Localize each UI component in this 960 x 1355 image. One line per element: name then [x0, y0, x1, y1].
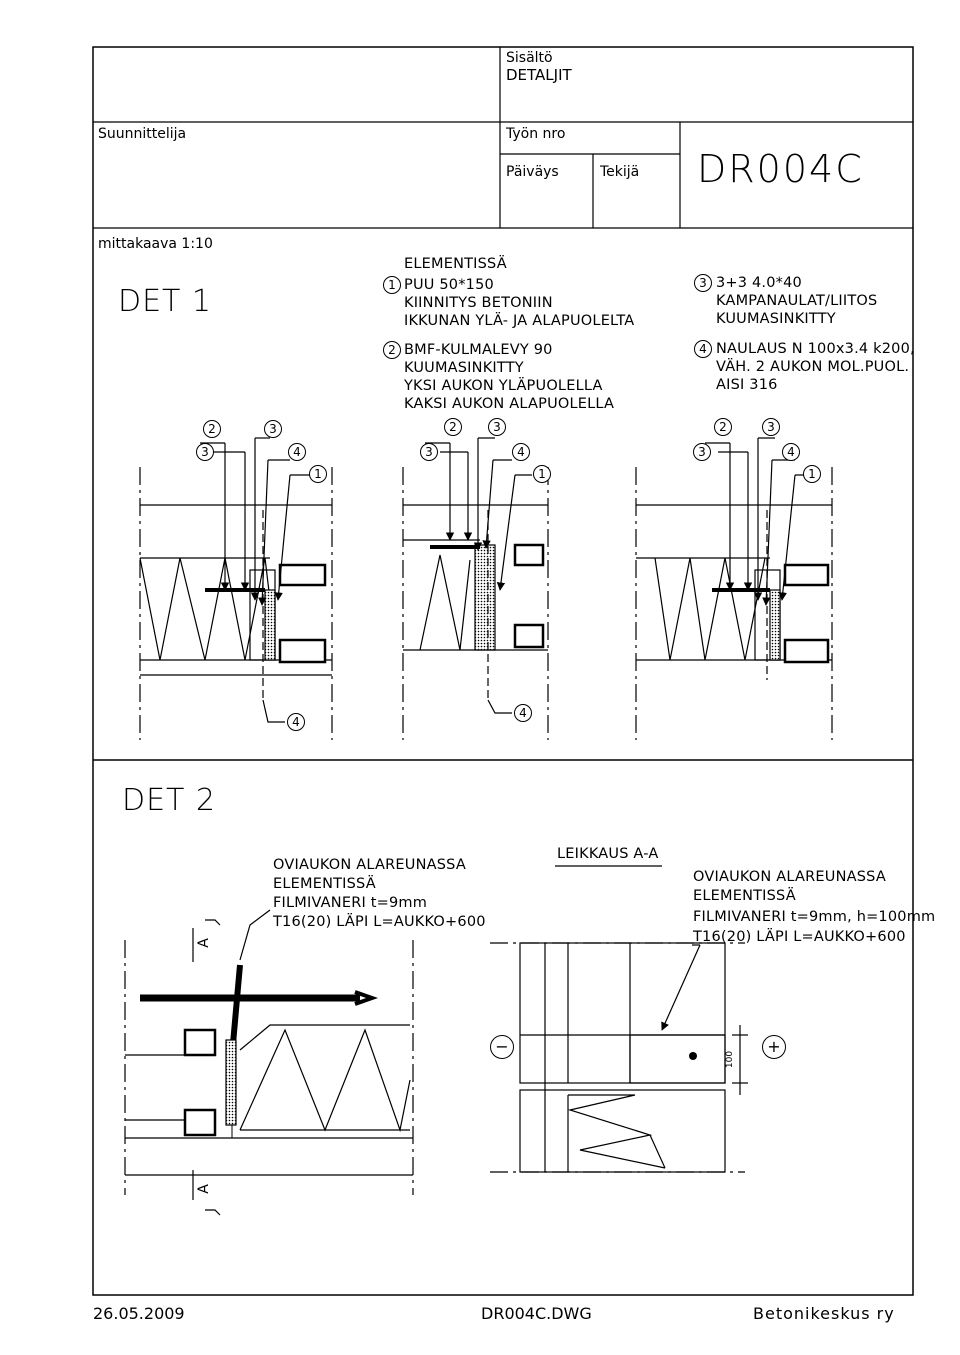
sisalto-value: DETALJIT — [506, 66, 572, 84]
det2-left-note-line2: ELEMENTISSÄ — [273, 876, 376, 892]
plus-symbol: + — [762, 1035, 786, 1059]
det1-note-header: ELEMENTISSÄ — [404, 256, 507, 272]
minus-symbol: − — [490, 1035, 514, 1059]
detail-c-marker-1: 1 — [803, 465, 821, 483]
detail-a-marker-4: 4 — [288, 443, 306, 461]
note1-line3: IKKUNAN YLÄ- JA ALAPUOLELTA — [404, 313, 635, 329]
det2-title: DET 2 — [122, 783, 217, 818]
title-block-lines — [93, 47, 913, 229]
det1-title: DET 1 — [118, 284, 213, 319]
suunnittelija-label: Suunnittelija — [98, 126, 187, 142]
footer-file: DR004C.DWG — [481, 1304, 592, 1323]
tekija-label: Tekijä — [600, 164, 640, 180]
note1-line2: KIINNITYS BETONIIN — [404, 295, 553, 311]
det2-right-note-line1: OVIAUKON ALAREUNASSA — [693, 869, 886, 885]
sheet-border — [92, 46, 914, 1296]
detail-b-marker-2: 2 — [444, 418, 462, 436]
note3-line2: KAMPANAULAT/LIITOS — [716, 293, 878, 309]
section-marker-top: A — [195, 938, 212, 948]
det2-left-note-line1: OVIAUKON ALAREUNASSA — [273, 857, 466, 873]
note2-line3: YKSI AUKON YLÄPUOLELLA — [404, 378, 603, 394]
detail-a-marker-3: 3 — [196, 443, 214, 461]
note2-line4: KAKSI AUKON ALAPUOLELLA — [404, 396, 615, 412]
det2-left-detail — [124, 909, 414, 1216]
detail-c-marker-2: 2 — [714, 418, 732, 436]
drawing-number: DR004C — [697, 147, 864, 191]
marker-3: 3 — [694, 274, 712, 292]
det1-detail-c — [635, 437, 833, 740]
det2-section-aa — [490, 865, 748, 1173]
detail-b-marker-4: 4 — [512, 443, 530, 461]
detail-c-marker-3b: 3 — [762, 418, 780, 436]
detail-b-marker-3b: 3 — [488, 418, 506, 436]
det1-detail-b — [402, 437, 549, 740]
detail-c-marker-4: 4 — [782, 443, 800, 461]
det2-right-note-line4: T16(20) LÄPI L=AUKKO+600 — [693, 929, 906, 945]
dimension-label: 100 — [725, 1050, 736, 1069]
det2-left-note-line3: FILMIVANERI t=9mm — [273, 895, 428, 911]
note2-line1: BMF-KULMALEVY 90 — [404, 342, 553, 358]
detail-a-marker-2: 2 — [203, 420, 221, 438]
det1-detail-a — [139, 437, 333, 740]
marker-4: 4 — [694, 340, 712, 358]
note4-line3: AISI 316 — [716, 377, 778, 393]
section-marker-bottom: A — [195, 1184, 212, 1194]
detail-b-marker-4-bottom: 4 — [514, 704, 532, 722]
det2-left-note-line4: T16(20) LÄPI L=AUKKO+600 — [273, 914, 486, 930]
footer-date: 26.05.2009 — [93, 1304, 185, 1323]
tyon-nro-label: Työn nro — [506, 126, 566, 142]
anchor-dot — [689, 1052, 697, 1060]
sisalto-label: Sisältö — [506, 50, 553, 66]
detail-b-marker-1: 1 — [533, 465, 551, 483]
detail-a-marker-1: 1 — [309, 465, 327, 483]
marker-2: 2 — [383, 341, 401, 359]
paivays-label: Päiväys — [506, 164, 559, 180]
detail-a-marker-4-bottom: 4 — [287, 713, 305, 731]
note3-line3: KUUMASINKITTY — [716, 311, 836, 327]
detail-a-marker-3b: 3 — [264, 420, 282, 438]
note3-line1: 3+3 4.0*40 — [716, 275, 802, 291]
det2-right-note-line3: FILMIVANERI t=9mm, h=100mm — [693, 909, 936, 925]
detail-b-marker-3: 3 — [420, 443, 438, 461]
marker-1: 1 — [383, 276, 401, 294]
note4-line1: NAULAUS N 100x3.4 k200, — [716, 341, 915, 357]
det2-right-note-line2: ELEMENTISSÄ — [693, 888, 796, 904]
note1-line1: PUU 50*150 — [404, 277, 494, 293]
note4-line2: VÄH. 2 AUKON MOL.PUOL. — [716, 359, 910, 375]
footer-company: Betonikeskus ry — [753, 1304, 895, 1323]
detail-c-marker-3: 3 — [693, 443, 711, 461]
section-title: LEIKKAUS A-A — [557, 846, 659, 862]
scale-label: mittakaava 1:10 — [98, 236, 213, 252]
note2-line2: KUUMASINKITTY — [404, 360, 524, 376]
